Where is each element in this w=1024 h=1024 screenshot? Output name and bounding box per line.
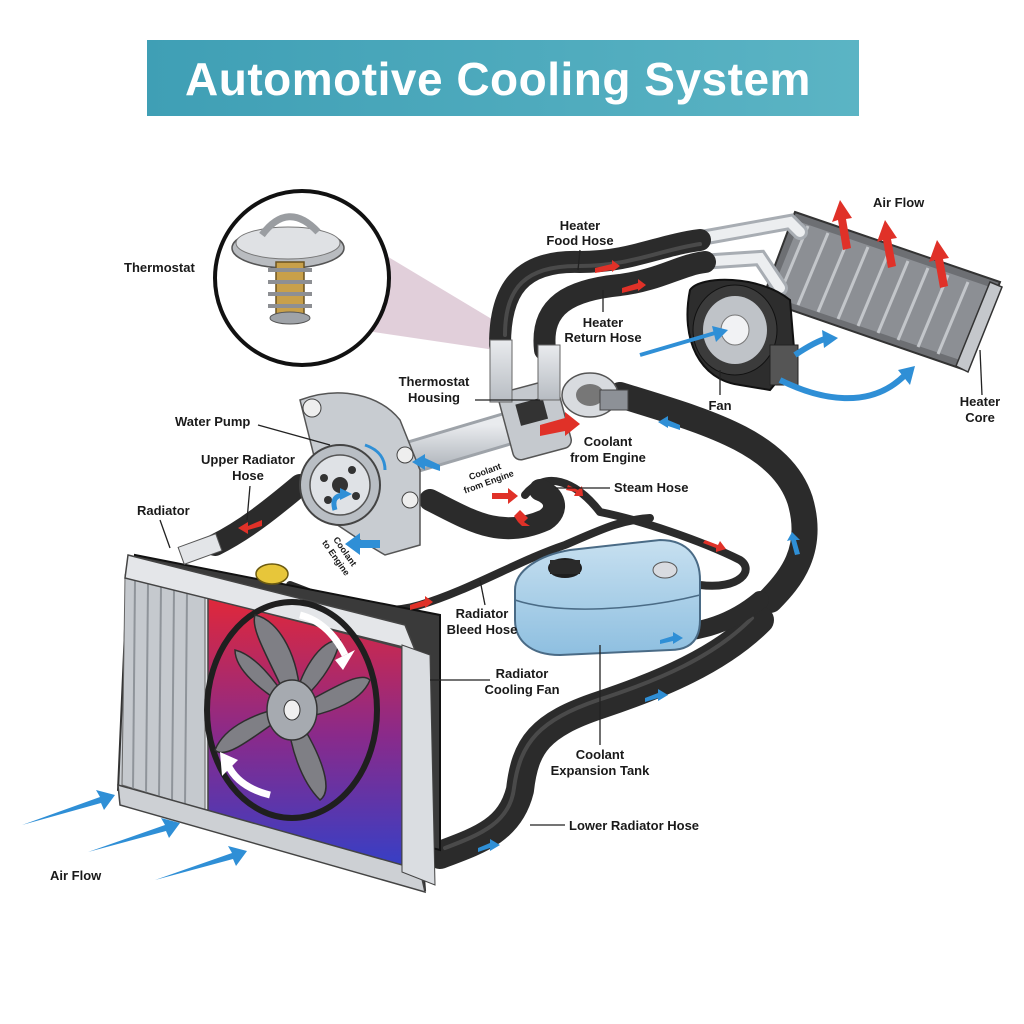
- label-coolant-from-engine-line1: Coolant: [584, 434, 633, 449]
- label-coolant-expansion-tank-line2: Expansion Tank: [551, 763, 650, 778]
- water-pump: [299, 392, 421, 556]
- label-heater-food-hose-line2: Food Hose: [546, 233, 613, 248]
- label-heater-food-hose-line1: Heater: [560, 218, 600, 233]
- steam-hose: [521, 476, 750, 590]
- label-radiator-bleed-hose-line1: Radiator: [456, 606, 509, 621]
- thermostat-icon: [231, 213, 345, 325]
- labels: Thermostat Heater Food Hose Air Flow Hea…: [50, 195, 1000, 883]
- page-title: Automotive Cooling System: [185, 53, 811, 105]
- heater-feed-hose: [489, 229, 711, 356]
- heater-metal-pipes: [682, 213, 808, 296]
- label-radiator-cooling-fan-line1: Radiator: [496, 666, 549, 681]
- label-coolant-expansion-tank-line1: Coolant: [576, 747, 625, 762]
- label-heater-core-line1: Heater: [960, 394, 1000, 409]
- label-thermostat: Thermostat: [124, 260, 195, 275]
- lower-radiator-hose: [426, 606, 774, 869]
- radiator-cooling-fan: [204, 599, 380, 821]
- thermostat-housing: [378, 339, 629, 479]
- heater-blower-fan: [686, 278, 799, 392]
- label-radiator-bleed-hose-line2: Bleed Hose: [447, 622, 518, 637]
- air-flow-arrows-top: [832, 200, 949, 288]
- pump-outlet-hose: [419, 479, 565, 540]
- label-thermostat-housing-line2: Housing: [408, 390, 460, 405]
- air-flow-arrows-bottom: [22, 790, 247, 880]
- label-air-flow-top: Air Flow: [873, 195, 925, 210]
- label-heater-return-hose-line1: Heater: [583, 315, 623, 330]
- flow-arrows: [22, 200, 949, 880]
- hoses: [204, 229, 818, 869]
- upper-return-hose: [607, 382, 818, 613]
- label-lower-radiator-hose: Lower Radiator Hose: [569, 818, 699, 833]
- label-steam-hose: Steam Hose: [614, 480, 688, 495]
- label-heater-core-line2: Core: [965, 410, 995, 425]
- label-air-flow-bottom: Air Flow: [50, 868, 102, 883]
- upper-radiator-hose: [204, 474, 311, 556]
- label-upper-radiator-hose-line2: Hose: [232, 468, 264, 483]
- label-radiator-cooling-fan-line2: Cooling Fan: [484, 682, 559, 697]
- label-coolant-from-engine-line2: from Engine: [570, 450, 646, 465]
- label-fan: Fan: [708, 398, 731, 413]
- title-banner: Automotive Cooling System: [147, 40, 859, 116]
- label-thermostat-housing-line1: Thermostat: [399, 374, 470, 389]
- heater-return-hose: [533, 251, 716, 361]
- label-upper-radiator-hose-line1: Upper Radiator: [201, 452, 295, 467]
- label-radiator: Radiator: [137, 503, 190, 518]
- expansion-tank: [514, 538, 701, 657]
- label-water-pump: Water Pump: [175, 414, 250, 429]
- leader-lines: [159, 249, 983, 826]
- thermostat-callout: [213, 189, 510, 367]
- heater-core: [760, 210, 1003, 374]
- label-heater-return-hose-line2: Return Hose: [564, 330, 641, 345]
